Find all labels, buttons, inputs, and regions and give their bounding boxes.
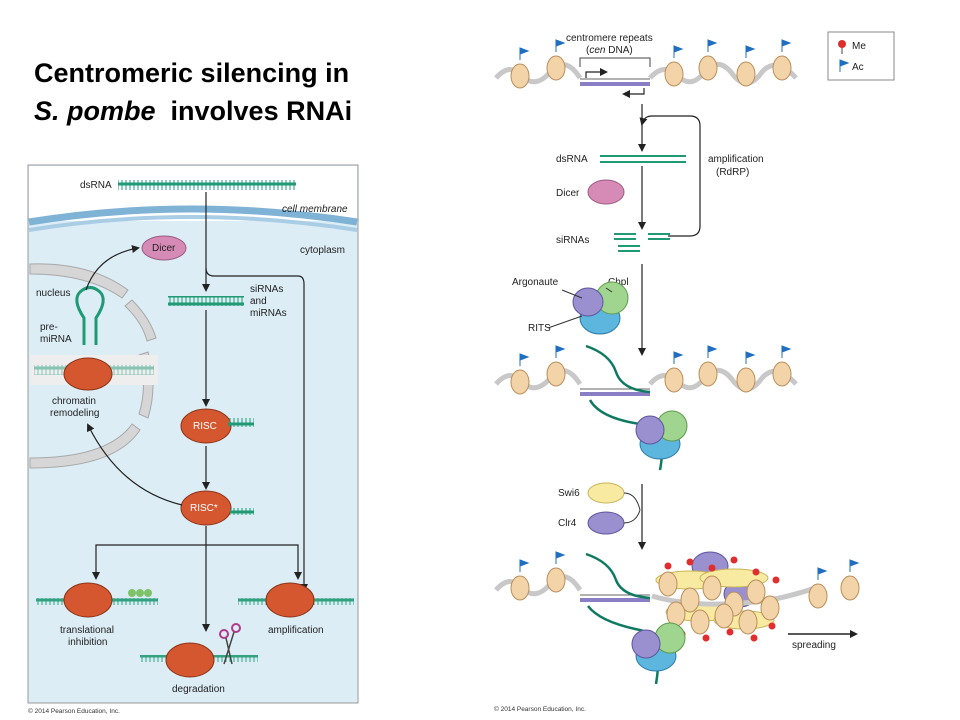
risc-star-label: RISC*: [190, 503, 218, 514]
translational-label-2: inhibition: [68, 637, 107, 648]
risc-label: RISC: [193, 421, 217, 432]
sirnas-label-3: miRNAs: [250, 308, 287, 319]
transcript-forward-arrow: [585, 68, 608, 78]
right-panel: Me Ac centromere repeats (cen DNA): [494, 31, 895, 685]
right-dsrna: [600, 161, 686, 163]
right-dicer-icon: [587, 179, 625, 205]
rits-label: RITS: [528, 323, 551, 334]
nuclear-risc-icon: [63, 357, 113, 391]
title-species: S. pombe: [34, 96, 156, 126]
title-line-1: Centromeric silencing in: [34, 58, 350, 88]
right-sirnas: [614, 233, 670, 252]
left-copyright: © 2014 Pearson Education, Inc.: [28, 707, 120, 715]
arrow-pre-mirna-to-dicer: [85, 245, 140, 291]
right-dsrna-label: dsRNA: [556, 154, 588, 165]
argonaute-icon: [572, 287, 604, 317]
clr4-label: Clr4: [558, 518, 577, 529]
cytoplasm-label: cytoplasm: [300, 245, 345, 256]
spreading-label: spreading: [792, 640, 836, 651]
right-sirnas-label: siRNAs: [556, 235, 589, 246]
chromatin-row-2: [494, 344, 798, 471]
scissors-icon: [219, 623, 241, 665]
right-amplification-label-2: (RdRP): [716, 167, 749, 178]
risc-sirna: [228, 418, 254, 427]
right-dicer-label: Dicer: [556, 188, 580, 199]
amplification-complex-icon: [265, 582, 315, 618]
chromatin-label-2: remodeling: [50, 408, 99, 419]
chromatin-label-1: chromatin: [52, 396, 96, 407]
translational-label-1: translational: [60, 625, 114, 636]
right-amplification-label-1: amplification: [708, 154, 764, 165]
arrow-risc-star-to-chromatin: [87, 423, 183, 506]
cen-bracket: [579, 57, 651, 67]
argonaute-label: Argonaute: [512, 277, 559, 288]
amplification-label: amplification: [268, 625, 324, 636]
translational-ribosome-icon: [63, 582, 113, 618]
pre-mirna-hairpin-icon: [75, 286, 105, 345]
left-dicer-label: Dicer: [152, 243, 176, 254]
left-dsrna: [118, 180, 296, 190]
legend-me-label: Me: [852, 41, 866, 52]
slide-title: Centromeric silencing in S. pombe involv…: [34, 54, 352, 130]
cell-membrane-band: [28, 205, 358, 226]
cen-repeats-label-1: centromere repeats: [566, 33, 653, 44]
arrow-to-amplification: [206, 544, 302, 580]
title-rest: involves RNAi: [170, 96, 353, 126]
pre-mirna-label-1: pre-: [40, 322, 58, 333]
left-dsrna-label: dsRNA: [80, 180, 112, 191]
cen-repeats-open: (: [586, 45, 590, 56]
degradation-complex-icon: [165, 642, 215, 678]
cell-membrane-label: cell membrane: [282, 204, 348, 215]
cen-repeats-italic: cen: [589, 45, 606, 56]
legend-ac-icon: [839, 59, 850, 72]
left-panel: dsRNA cell membrane cytoplasm nucleus Di…: [27, 164, 359, 704]
swi6-label: Swi6: [558, 488, 580, 499]
chpl-label: Chpl: [608, 277, 629, 288]
arrow-amplification-loop: [639, 115, 701, 237]
nucleus-label: nucleus: [36, 288, 70, 299]
transcript-reverse-arrow: [622, 88, 645, 98]
swi6-icon: [587, 482, 625, 504]
clr4-icon: [587, 511, 625, 535]
right-copyright: © 2014 Pearson Education, Inc.: [494, 705, 586, 713]
cen-repeats-rest: DNA): [605, 45, 632, 56]
cen-repeats-label-2: (cen DNA): [586, 45, 633, 56]
arrow-to-translational-inhibition: [92, 526, 207, 580]
risc-star-strand: [230, 508, 254, 515]
legend-me-icon: [838, 40, 846, 48]
title-line-2: S. pombe involves RNAi: [34, 92, 352, 130]
legend-ac-label: Ac: [852, 62, 864, 73]
pre-mirna-label-2: miRNA: [40, 334, 72, 345]
sirnas-label-2: and: [250, 296, 267, 307]
left-sirnas: [168, 296, 244, 306]
degradation-label: degradation: [172, 684, 225, 695]
chromatin-row-1: [494, 39, 798, 89]
cell-membrane-inner: [28, 215, 358, 232]
chromatin-row-3: [494, 551, 860, 685]
sirnas-label-1: siRNAs: [250, 284, 283, 295]
left-dicer-icon: [141, 235, 187, 261]
legend-box: [827, 31, 895, 81]
